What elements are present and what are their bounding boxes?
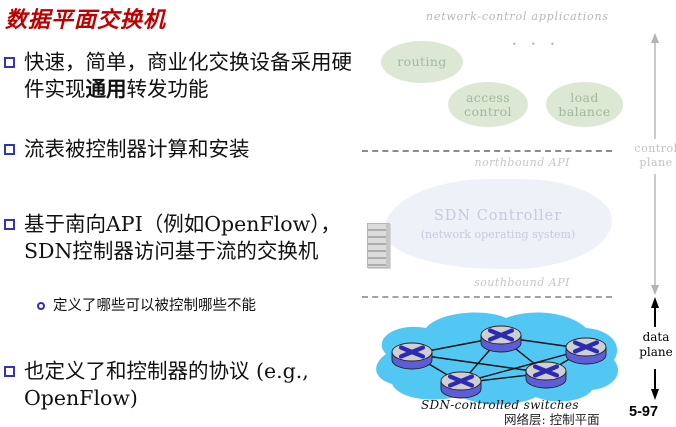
bullet-text: 流表被控制器计算和安装 xyxy=(24,137,250,161)
sdn-controller-subtitle: (network operating system) xyxy=(420,227,576,241)
northbound-dashed-divider xyxy=(362,150,612,152)
circle-bullet-icon xyxy=(37,302,45,310)
server-tower-icon xyxy=(367,223,390,268)
page-number: 5-97 xyxy=(629,404,659,420)
bullet-southbound-api: 基于南向API（例如OpenFlow），SDN控制器访问基于流的交换机 xyxy=(4,211,362,266)
bullet-controller-protocol: 也定义了和控制器的协议 (e.g., OpenFlow) xyxy=(4,358,362,413)
square-bullet-icon xyxy=(4,366,15,377)
sdn-controller-title: SDN Controller xyxy=(433,207,563,224)
network-control-applications-label: network-control applications xyxy=(426,10,609,23)
square-bullet-icon xyxy=(4,144,15,155)
switch-icon xyxy=(566,338,606,364)
southbound-api-label: southbound API xyxy=(474,276,570,289)
switch-icon xyxy=(481,326,521,352)
data-plane-label: data plane xyxy=(639,330,673,359)
access-control-app-ellipse: access control xyxy=(448,82,528,127)
subbullet-text: 定义了哪些可以被控制哪些不能 xyxy=(53,298,256,314)
bullet-text: 也定义了和控制器的协议 (e.g., OpenFlow) xyxy=(24,359,309,411)
load-balance-app-ellipse: load balance xyxy=(546,82,623,127)
bullet-flow-table: 流表被控制器计算和安装 xyxy=(4,136,362,163)
ellipsis-dots: . . . xyxy=(512,34,560,49)
footer-section-label: 网络层: 控制平面 xyxy=(504,412,600,427)
switch-icon xyxy=(392,343,432,369)
slide-title: 数据平面交换机 xyxy=(5,7,167,33)
square-bullet-icon xyxy=(4,57,15,68)
bullet-text: 基于南向API（例如OpenFlow），SDN控制器访问基于流的交换机 xyxy=(24,212,341,264)
plane-extent-arrows xyxy=(651,33,659,400)
southbound-dashed-divider xyxy=(362,296,612,298)
switch-icon xyxy=(441,372,481,398)
square-bullet-icon xyxy=(4,219,15,230)
routing-app-ellipse: routing xyxy=(381,41,463,83)
sdn-controller-cloud: SDN Controller (network operating system… xyxy=(384,179,612,269)
control-plane-arrow xyxy=(651,33,659,295)
bullet-hardware-forwarding: 快速，简单，商业化交换设备采用硬件实现通用转发功能 xyxy=(4,49,362,104)
sdn-controlled-switches-label: SDN-controlled switches xyxy=(421,398,579,412)
data-plane-arrow xyxy=(651,297,659,400)
bullet-text-pre: 快速，简单，商业化交换设备采用硬件实现 xyxy=(24,50,352,102)
switch-network-diagram xyxy=(376,312,619,405)
control-plane-label: control plane xyxy=(634,142,676,169)
northbound-api-label: northbound API xyxy=(474,156,570,169)
bullet-text-post: 转发功能 xyxy=(126,77,209,102)
bullet-text: 快速，简单，商业化交换设备采用硬件实现通用转发功能 xyxy=(24,49,362,104)
switch-icon xyxy=(526,362,566,388)
subbullet-controlled: 定义了哪些可以被控制哪些不能 xyxy=(37,297,357,316)
bullet-text-bold: 通用 xyxy=(85,77,127,102)
